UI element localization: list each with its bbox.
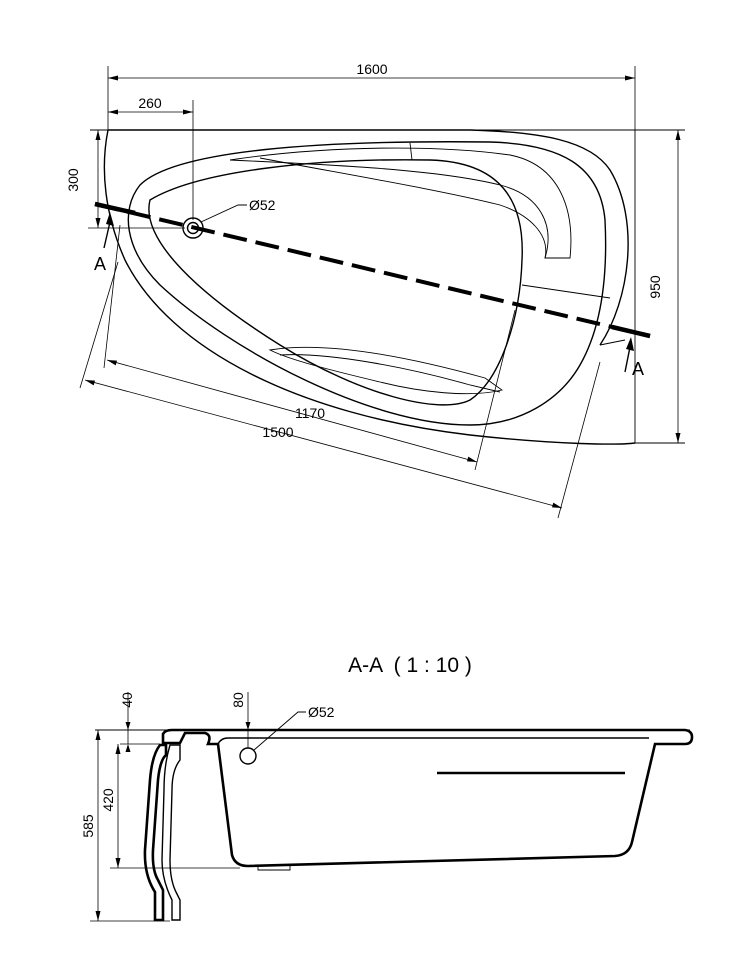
drain-leader: [200, 204, 247, 223]
drain-label: Ø52: [249, 197, 276, 213]
dim-overall-height: [90, 730, 170, 922]
section-arrow-right: [624, 337, 634, 373]
section-apron-panel: [143, 743, 168, 922]
armrest-lower: [268, 346, 504, 395]
dim-overall-height-label: 585: [80, 814, 96, 838]
section-line: [94, 202, 651, 338]
section-feet: [257, 866, 291, 871]
backrest-upper: [229, 147, 572, 259]
dim-inner-length-label: 1170: [295, 405, 325, 421]
overflow-circle: [239, 747, 257, 765]
tub-outer-outline: [103, 129, 636, 445]
seat-shelf: [521, 284, 626, 346]
dim-rim-thickness: [120, 692, 160, 752]
dim-drain-offset-label: 260: [138, 95, 162, 111]
backrest-edge: [409, 142, 413, 161]
dim-overall-width-label: 1600: [356, 61, 387, 77]
overflow-label: Ø52: [308, 704, 335, 720]
dim-outer-length-label: 1500: [262, 424, 293, 440]
section-marker-left: A: [94, 254, 106, 274]
section-view: Ø52 40 80 420: [80, 692, 694, 922]
dim-rim-thickness-label: 40: [119, 692, 135, 708]
dim-inner-depth-label: 420: [100, 788, 116, 812]
dim-overflow-offset-label: 80: [230, 692, 246, 708]
backrest-upper-inner: [259, 157, 547, 259]
tub-basin: [148, 159, 523, 406]
dim-overflow-offset: [245, 692, 251, 748]
section-line-end-right: [611, 324, 651, 339]
section-tub-inner-wall: [217, 737, 649, 745]
dim-inner-depth: [110, 744, 240, 869]
dim-overall-depth-label: 950: [647, 275, 663, 299]
tub-rim: [127, 141, 607, 426]
dim-overall-depth: [675, 130, 681, 443]
dim-drain-vertical-label: 300: [65, 168, 81, 192]
armrest-lower-inner: [279, 354, 501, 393]
dim-drain-offset: [108, 100, 194, 220]
section-arrow-left: [103, 212, 114, 249]
section-apron-support: [161, 744, 181, 921]
dim-drain-vertical: [88, 130, 185, 229]
section-line-end-left: [94, 201, 136, 216]
plan-outline-box: [90, 129, 685, 444]
dim-outer-length: [79, 261, 601, 519]
section-title: A-A ( 1 : 10 ): [348, 654, 472, 677]
section-tub-profile: [161, 728, 694, 868]
dim-overall-width: [107, 66, 636, 130]
plan-view: Ø52 A A 1600 2: [65, 61, 685, 519]
section-marker-right: A: [632, 359, 644, 379]
dim-inner-length: [103, 224, 516, 471]
overflow-leader: [253, 711, 306, 751]
